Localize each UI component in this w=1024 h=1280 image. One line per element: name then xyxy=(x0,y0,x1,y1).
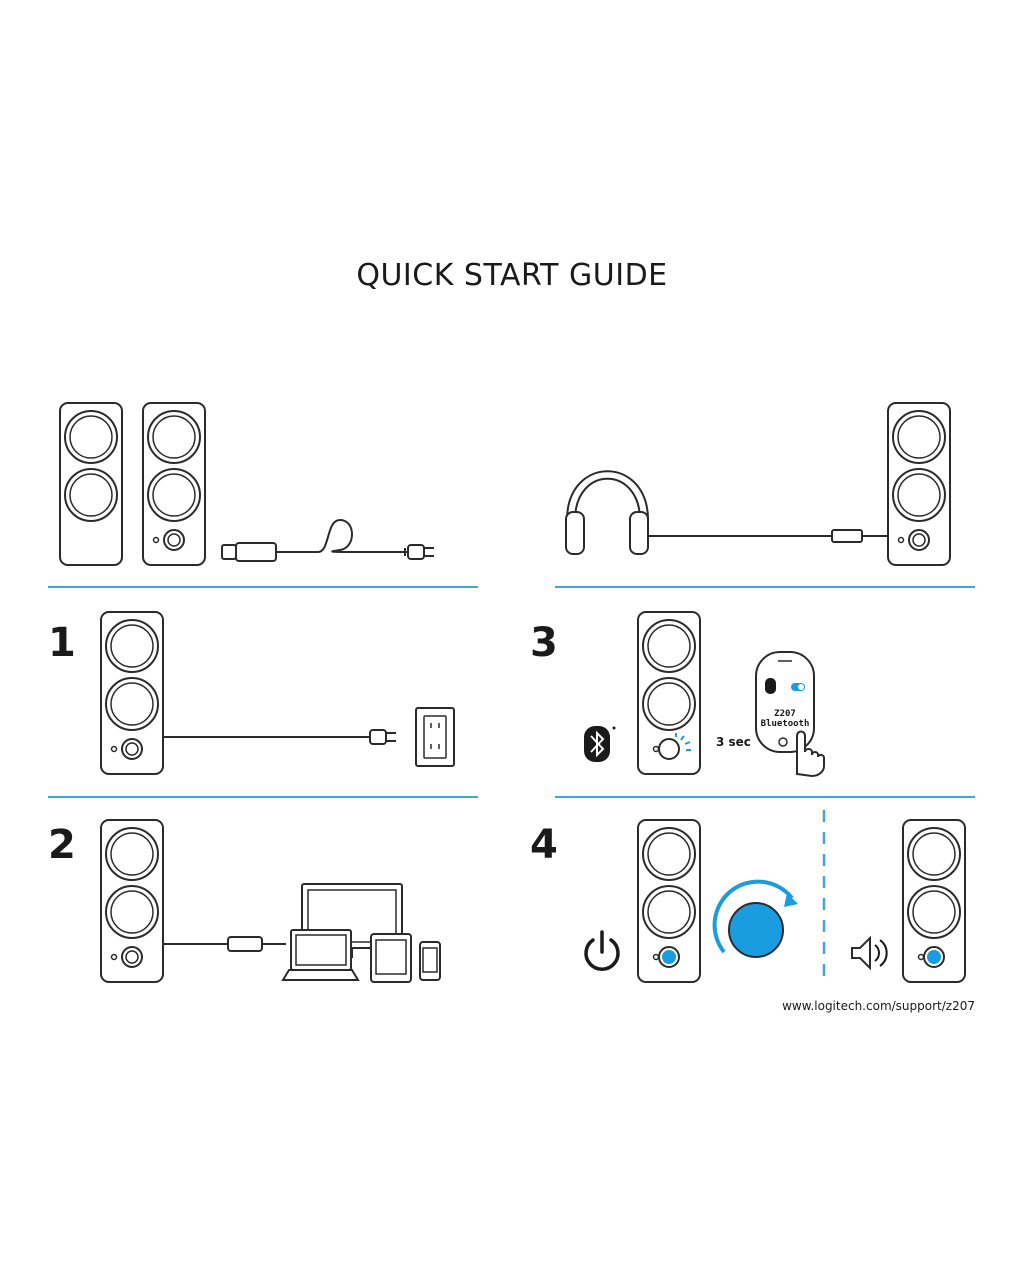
step-1-number: 1 xyxy=(48,620,76,666)
box-contents-illustration xyxy=(59,402,435,566)
step-2-number: 2 xyxy=(48,822,76,868)
step-3-bluetooth-illustration: 3 sec Z207 Bluetooth xyxy=(584,611,825,778)
page-title: QUICK START GUIDE xyxy=(356,258,668,293)
phone-bluetooth-label: Bluetooth xyxy=(761,719,810,729)
bluetooth-icon xyxy=(584,726,616,762)
phone-device-name: Z207 xyxy=(774,709,796,719)
step-4-number: 4 xyxy=(530,822,558,868)
volume-speaker-icon xyxy=(851,935,888,971)
hand-pointer-icon xyxy=(796,730,825,778)
step-2-audio-illustration xyxy=(100,819,441,983)
step-3-number: 3 xyxy=(530,620,558,666)
power-icon xyxy=(584,930,620,971)
pairing-flash-icon xyxy=(675,733,691,751)
volume-knob-icon xyxy=(712,879,798,958)
step-1-power-illustration xyxy=(100,611,455,775)
support-url[interactable]: www.logitech.com/support/z207 xyxy=(782,999,975,1013)
step-3-duration: 3 sec xyxy=(716,735,751,749)
step-4-power-volume-illustration xyxy=(584,810,966,983)
headphones-illustration xyxy=(565,402,951,566)
